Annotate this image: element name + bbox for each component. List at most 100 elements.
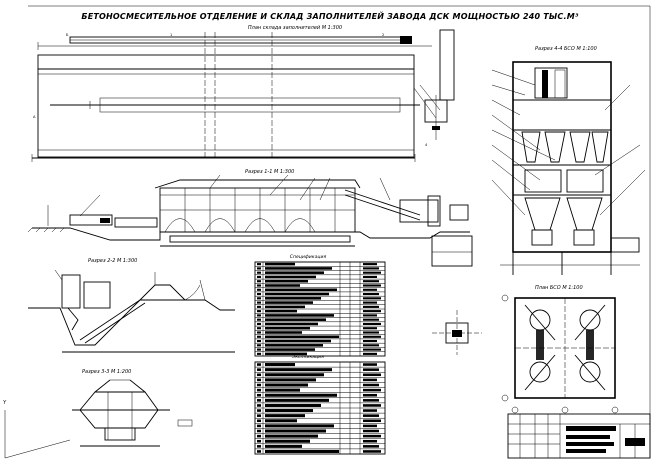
section-2-label: Разрез 2-2 М 1:300 bbox=[88, 258, 137, 264]
spec-row-qty bbox=[363, 368, 379, 371]
spec-row-qty bbox=[363, 318, 379, 321]
spec-table-1: Спецификация bbox=[254, 254, 386, 357]
spec-row-qty bbox=[363, 450, 381, 453]
spec-row-number bbox=[257, 305, 261, 308]
section-1-label: Разрез 1-1 М 1:300 bbox=[245, 169, 294, 175]
spec-row-qty bbox=[363, 280, 379, 283]
spec-row-number bbox=[257, 399, 261, 402]
spec-row-text bbox=[265, 305, 305, 309]
spec-row-qty bbox=[363, 327, 377, 330]
spec-row-text bbox=[265, 424, 334, 428]
spec-table-2: Экспликация bbox=[254, 354, 386, 455]
spec-row-qty bbox=[363, 378, 377, 382]
spec-row-qty bbox=[363, 331, 379, 334]
spec-row-text bbox=[265, 403, 321, 407]
axis-indicator: Y bbox=[3, 400, 71, 459]
spec-row-number bbox=[257, 368, 261, 371]
spec-row-qty bbox=[363, 445, 379, 448]
spec-row-number bbox=[257, 284, 261, 287]
spec-row-qty bbox=[363, 393, 377, 397]
spec-row-text bbox=[265, 368, 332, 372]
spec-row-text bbox=[265, 279, 308, 283]
plan-bso-label: План БСО М 1:100 bbox=[535, 285, 583, 291]
spec-row-qty bbox=[363, 352, 377, 355]
spec-row-text bbox=[265, 398, 329, 402]
plan-mark-a: А bbox=[33, 115, 36, 119]
spec-row-text bbox=[265, 314, 334, 317]
spec-row-qty bbox=[363, 383, 379, 387]
spec-row-qty bbox=[363, 322, 381, 326]
spec-row-number bbox=[257, 373, 261, 377]
spec-row-qty bbox=[363, 335, 381, 338]
plan-mark-1: 1 bbox=[170, 33, 172, 37]
plan-mark-b: Б bbox=[66, 33, 69, 37]
spec-row-number bbox=[257, 445, 261, 448]
spec-row-qty bbox=[363, 314, 377, 317]
spec-row-text bbox=[265, 267, 332, 270]
spec-row-text bbox=[265, 414, 305, 418]
plan-bso: План БСО М 1:100 bbox=[501, 285, 619, 414]
spec-row-number bbox=[257, 383, 261, 387]
spec1-title: Спецификация bbox=[290, 254, 327, 260]
spec-row-text bbox=[265, 383, 308, 387]
spec-row-qty bbox=[363, 301, 377, 304]
spec-row-text bbox=[265, 419, 297, 423]
spec-row-text bbox=[265, 292, 329, 296]
spec-row-number bbox=[257, 388, 261, 392]
spec-row-text bbox=[265, 378, 316, 382]
spec-row-text bbox=[265, 326, 310, 330]
spec-row-qty bbox=[363, 348, 381, 351]
spec-row-qty bbox=[363, 288, 377, 291]
spec-row-text bbox=[265, 344, 323, 347]
spec-row-number bbox=[257, 414, 261, 417]
plan-mark-2: 2 bbox=[382, 33, 384, 37]
spec-row-qty bbox=[363, 404, 381, 407]
spec-row-number bbox=[257, 314, 261, 317]
spec-row-text bbox=[265, 363, 295, 367]
spec-row-number bbox=[257, 288, 261, 291]
spec-row-number bbox=[257, 378, 261, 382]
spec-row-qty bbox=[363, 414, 379, 417]
spec-row-number bbox=[257, 434, 261, 438]
spec-row-number bbox=[257, 352, 261, 355]
spec-row-qty bbox=[363, 263, 377, 266]
spec-row-text bbox=[265, 439, 310, 443]
spec-row-number bbox=[257, 393, 261, 397]
spec-row-qty bbox=[363, 399, 379, 402]
spec-row-number bbox=[257, 339, 261, 343]
spec-row-number bbox=[257, 280, 261, 283]
spec-row-qty bbox=[363, 424, 377, 428]
storage-plan: План склада заполнителей М 1:300 Б bbox=[31, 25, 455, 162]
spec-row-text bbox=[265, 262, 295, 266]
axis-letter: Y bbox=[3, 400, 7, 406]
spec-row-text bbox=[265, 373, 324, 377]
spec-row-text bbox=[265, 335, 339, 339]
section-4-label: Разрез 4-4 БСО М 1:100 bbox=[535, 46, 597, 52]
spec-row-number bbox=[257, 404, 261, 407]
spec-row-text bbox=[265, 301, 313, 304]
spec-row-number bbox=[257, 310, 261, 313]
spec-row-qty bbox=[363, 429, 379, 433]
spec-row-number bbox=[257, 424, 261, 428]
spec-row-qty bbox=[363, 284, 381, 287]
spec-row-qty bbox=[363, 305, 379, 308]
spec-row-qty bbox=[363, 363, 377, 366]
sheet-frame bbox=[28, 5, 651, 458]
spec-row-qty bbox=[363, 409, 377, 412]
spec2-title: Экспликация bbox=[291, 354, 324, 360]
spec-row-number bbox=[257, 335, 261, 338]
spec-row-text bbox=[265, 322, 318, 326]
section-4-4: Разрез 4-4 БСО М 1:100 bbox=[491, 46, 646, 275]
spec-row-text bbox=[265, 318, 326, 321]
spec-row-qty bbox=[363, 292, 379, 296]
spec-row-text bbox=[265, 393, 337, 397]
spec-row-text bbox=[265, 429, 326, 433]
spec-row-text bbox=[265, 444, 302, 448]
spec-row-number bbox=[257, 271, 261, 274]
spec-row-text bbox=[265, 271, 324, 274]
spec-row-number bbox=[257, 292, 261, 296]
section-2-2: Разрез 2-2 М 1:300 bbox=[28, 258, 235, 353]
spec-row-text bbox=[265, 449, 339, 453]
spec-row-number bbox=[257, 419, 261, 423]
